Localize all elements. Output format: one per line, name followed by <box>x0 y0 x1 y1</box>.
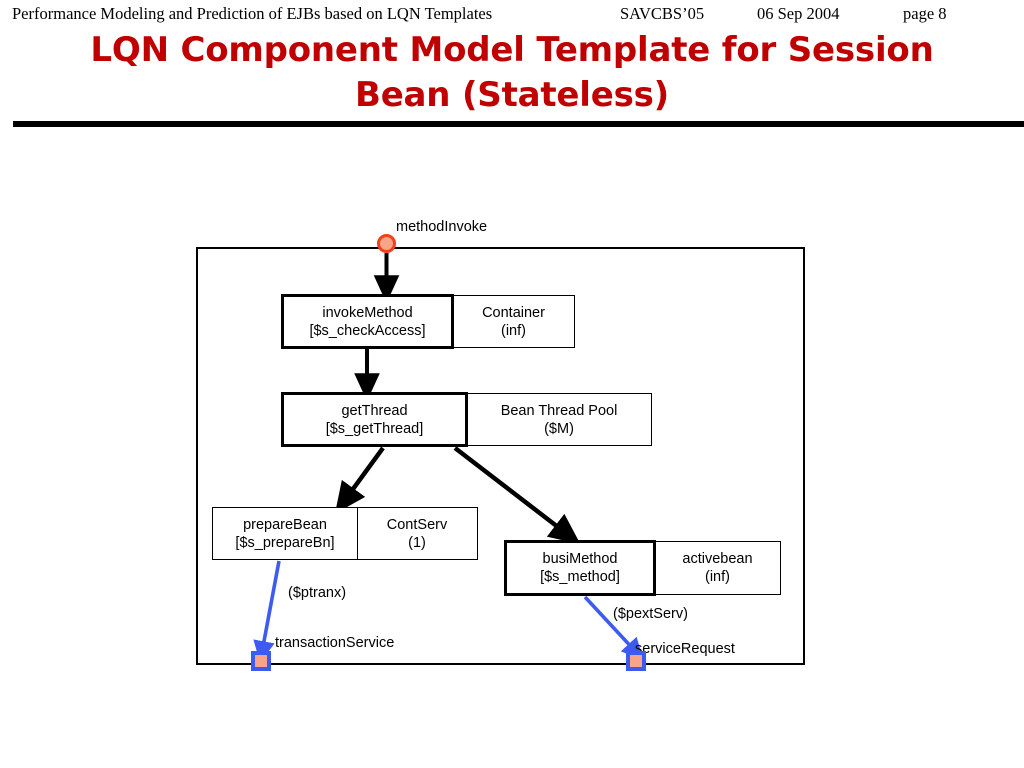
page-title: LQN Component Model Template for Session… <box>12 28 1012 118</box>
slide-header: Performance Modeling and Prediction of E… <box>0 4 1024 26</box>
header-venue: SAVCBS’05 <box>620 4 705 23</box>
lqn-node-invokemethod[interactable]: invokeMethod [$s_checkAccess] Container … <box>281 294 575 349</box>
port-marker-transaction-service-icon[interactable] <box>251 651 271 671</box>
task-multiplicity-bean-thread-pool: ($M) <box>544 420 574 437</box>
entry-point-dot-icon[interactable] <box>377 234 396 253</box>
entry-box-preparebean[interactable]: prepareBean [$s_prepareBn] <box>212 507 358 560</box>
header-page-number: page 8 <box>903 4 947 23</box>
page-title-line-1: LQN Component Model Template for Session <box>90 30 934 70</box>
task-box-bean-thread-pool[interactable]: Bean Thread Pool ($M) <box>466 393 652 446</box>
task-multiplicity-container: (inf) <box>501 322 526 339</box>
entry-box-getthread[interactable]: getThread [$s_getThread] <box>281 392 468 447</box>
task-name-container: Container <box>482 304 545 321</box>
label-pextserv-rate: ($pextServ) <box>613 606 688 622</box>
lqn-node-preparebean[interactable]: prepareBean [$s_prepareBn] ContServ (1) <box>212 507 478 560</box>
entry-name-preparebean: prepareBean <box>243 516 327 533</box>
entry-demand-invokemethod: [$s_checkAccess] <box>309 322 426 339</box>
task-name-contserv: ContServ <box>386 516 448 533</box>
task-box-contserv[interactable]: ContServ (1) <box>356 507 478 560</box>
lqn-node-getthread[interactable]: getThread [$s_getThread] Bean Thread Poo… <box>281 392 652 447</box>
header-date: 06 Sep 2004 <box>757 4 840 23</box>
title-divider-rule <box>13 121 1024 127</box>
task-box-container[interactable]: Container (inf) <box>452 295 575 348</box>
port-marker-service-request-icon[interactable] <box>626 651 646 671</box>
entry-demand-preparebean: [$s_prepareBn] <box>235 534 335 551</box>
task-name-activebean: activebean <box>682 551 753 567</box>
lqn-node-busimethod[interactable]: busiMethod [$s_method] activebean (inf) <box>504 540 781 596</box>
entry-name-getthread: getThread <box>341 402 408 419</box>
entry-box-invokemethod[interactable]: invokeMethod [$s_checkAccess] <box>281 294 454 349</box>
label-service-request-port: serviceRequest <box>635 641 735 657</box>
task-multiplicity-contserv: (1) <box>408 534 426 551</box>
entry-box-busimethod[interactable]: busiMethod [$s_method] <box>504 540 656 596</box>
header-paper-title: Performance Modeling and Prediction of E… <box>12 4 493 23</box>
label-transaction-service-port: transactionService <box>275 635 395 651</box>
entry-demand-getthread: [$s_getThread] <box>325 420 424 437</box>
page-title-line-2: Bean (Stateless) <box>354 75 670 115</box>
entry-name-busimethod: busiMethod <box>542 551 618 567</box>
task-multiplicity-activebean: (inf) <box>705 569 730 585</box>
label-ptranx-rate: ($ptranx) <box>288 585 347 601</box>
entry-demand-busimethod: [$s_method] <box>540 569 620 585</box>
label-method-invoke: methodInvoke <box>396 219 488 235</box>
task-name-bean-thread-pool: Bean Thread Pool <box>500 402 618 419</box>
entry-name-invokemethod: invokeMethod <box>322 304 413 321</box>
task-box-activebean[interactable]: activebean (inf) <box>654 541 781 595</box>
component-boundary-box <box>196 247 805 665</box>
